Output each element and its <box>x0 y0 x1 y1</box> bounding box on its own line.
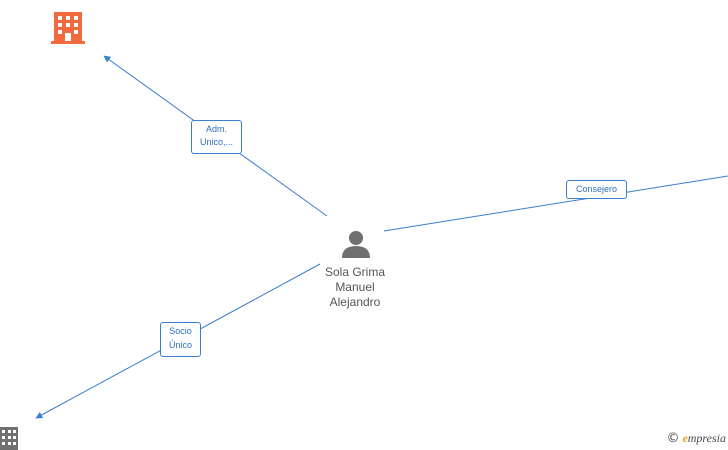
relation-label-socio-unico[interactable]: Socio Único <box>160 322 201 357</box>
person-name-line: Alejandro <box>329 295 381 309</box>
copyright-icon: © <box>666 431 680 446</box>
relation-label-line: Consejero <box>575 184 618 194</box>
relation-label-line: Único <box>168 340 192 350</box>
copyright-notice: © empresia <box>666 431 726 446</box>
building-icon[interactable] <box>0 427 18 450</box>
relation-label-line: Adm. <box>205 124 227 134</box>
relation-label-line: Unico,... <box>199 137 233 147</box>
relation-label-line: Socio <box>169 326 192 336</box>
edge-consejero <box>383 175 728 232</box>
brand-logo-text: mpresia <box>687 431 726 445</box>
building-icon[interactable] <box>51 12 85 44</box>
brand-logo-initial: e <box>682 431 688 445</box>
relation-label-consejero[interactable]: Consejero <box>566 180 627 199</box>
person-icon[interactable] <box>342 231 370 258</box>
person-name[interactable]: Sola Grima Manuel Alejandro <box>310 265 400 310</box>
person-name-line: Sola Grima <box>324 265 386 279</box>
person-name-line: Manuel <box>335 280 375 294</box>
relation-label-adm-unico[interactable]: Adm. Unico,... <box>191 120 242 154</box>
